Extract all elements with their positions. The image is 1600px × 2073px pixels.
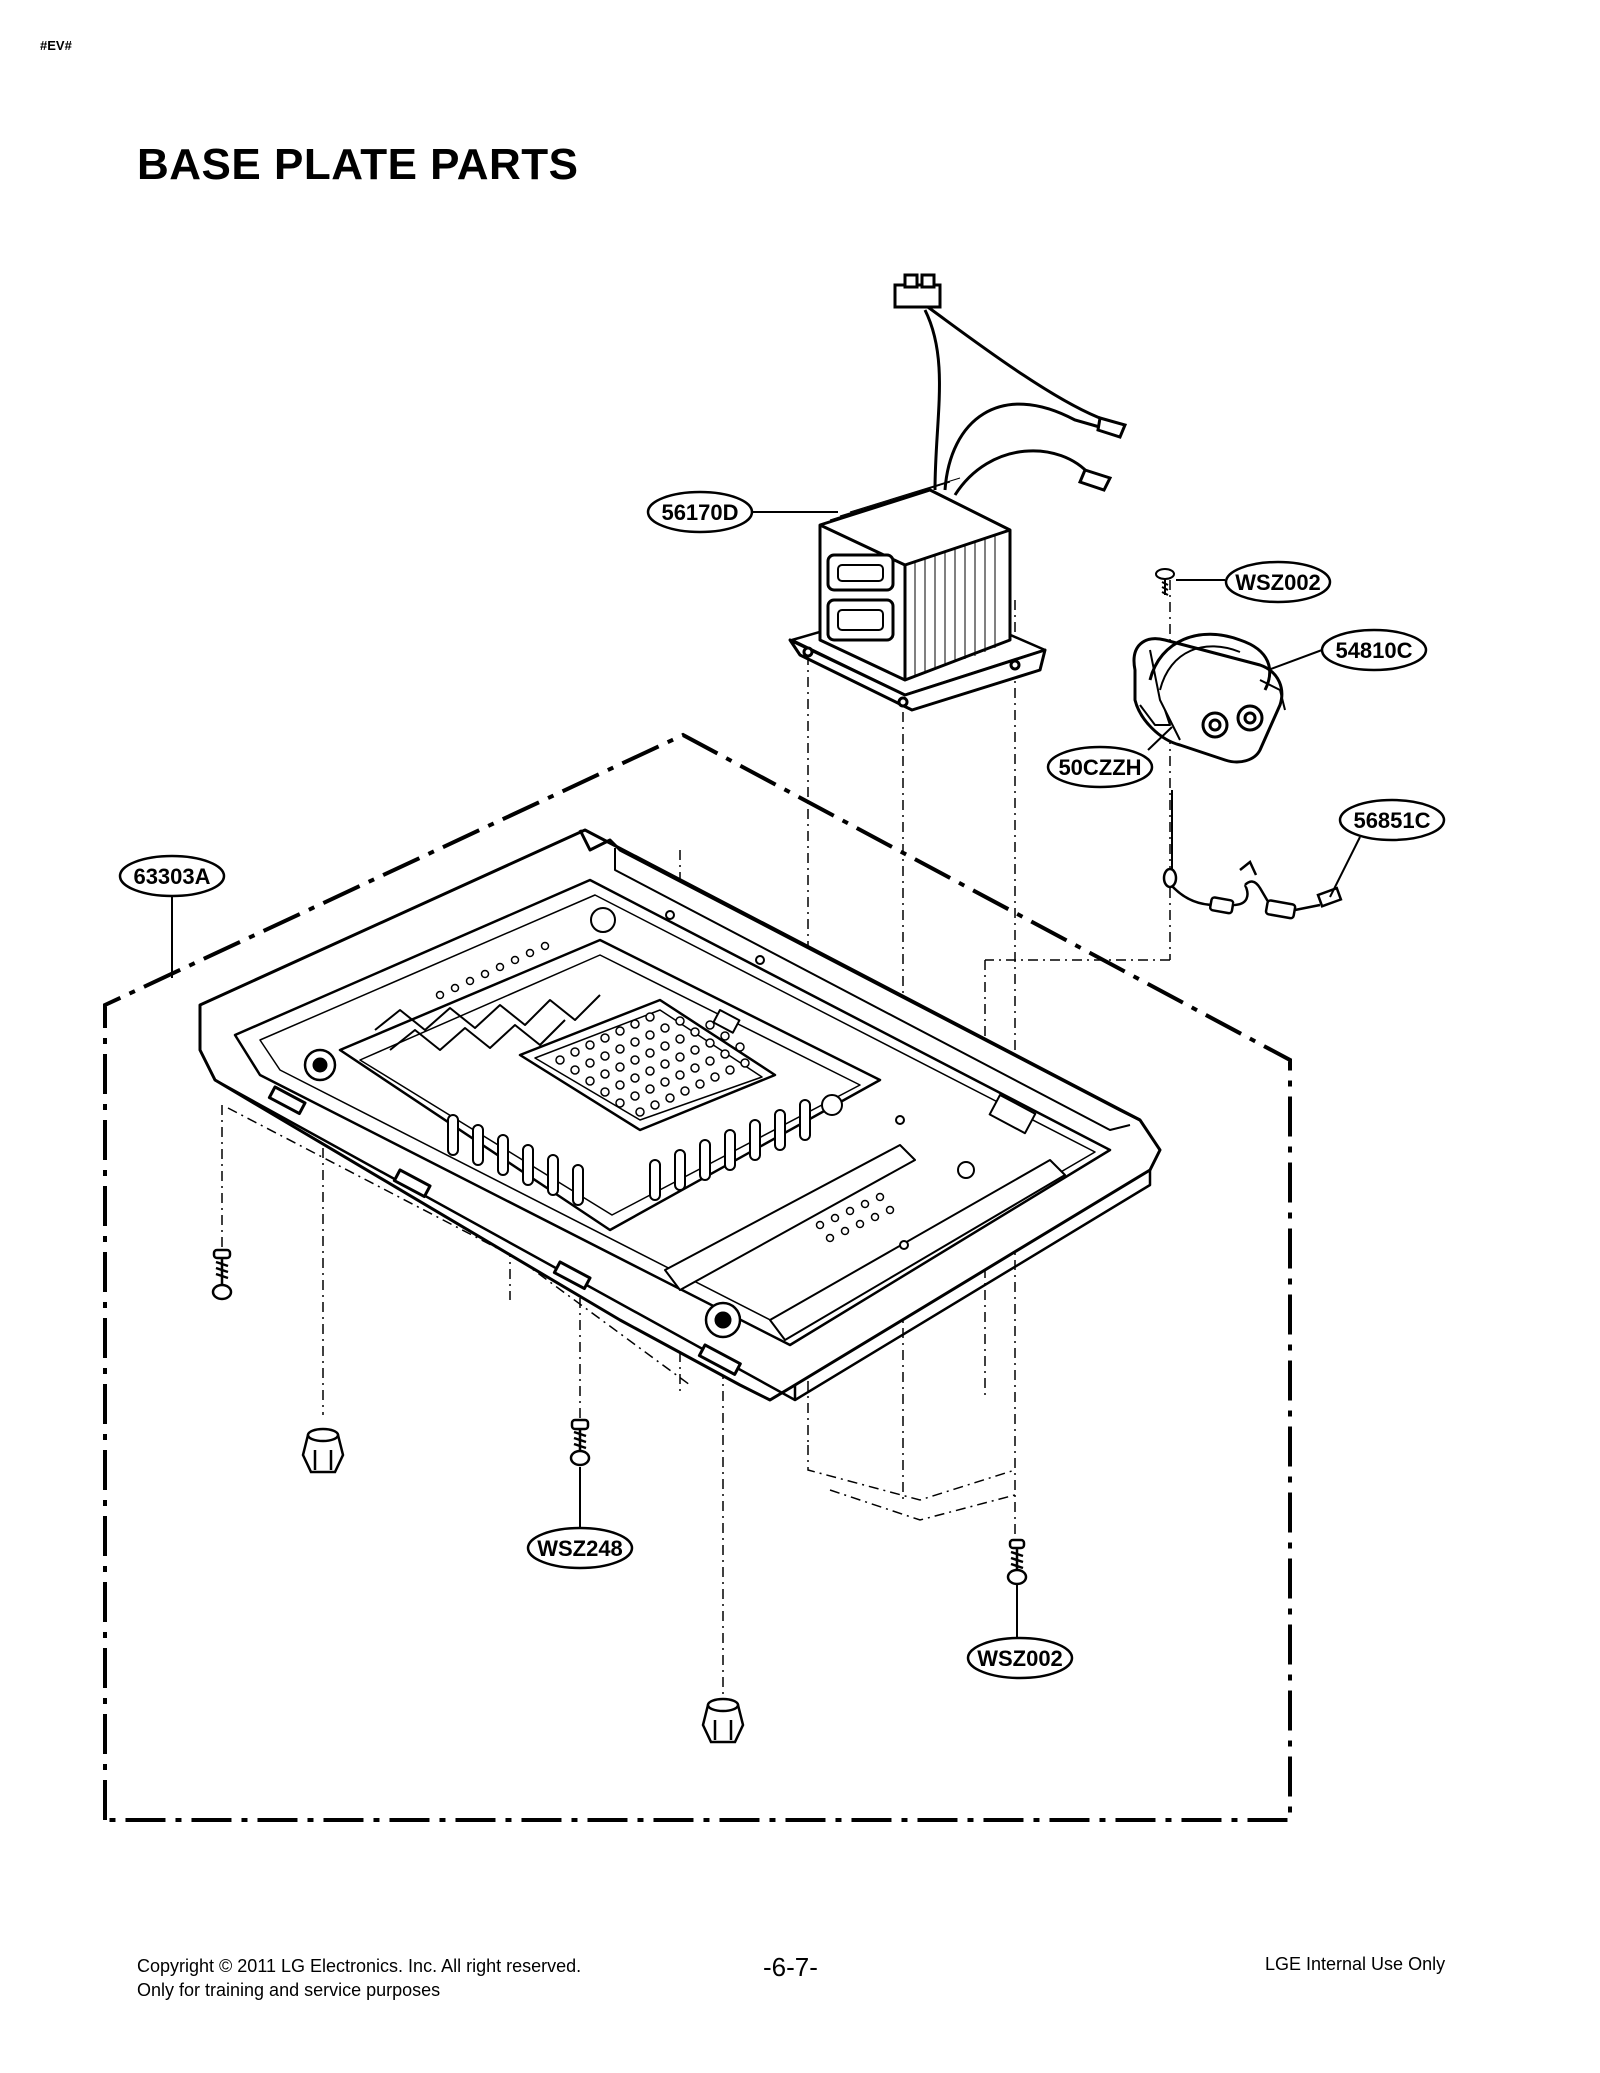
page-title: BASE PLATE PARTS	[137, 140, 579, 189]
base-plate	[198, 828, 1162, 1402]
alignment-lines	[221, 580, 1171, 1705]
transformer	[788, 477, 1047, 712]
assembly-boundary	[103, 732, 1292, 1822]
svg-text:56851C: 56851C	[1353, 808, 1430, 833]
svg-text:WSZ002: WSZ002	[1235, 570, 1321, 595]
footer-copyright-block: Copyright © 2011 LG Electronics. Inc. Al…	[137, 1954, 581, 2002]
callout-56851c: 56851C	[1338, 798, 1446, 842]
callout-wsz248: WSZ248	[526, 1526, 634, 1570]
svg-text:54810C: 54810C	[1335, 638, 1412, 663]
nut-bottom	[701, 1697, 745, 1744]
callout-63303a: 63303A	[118, 854, 226, 898]
footer-copyright: Copyright © 2011 LG Electronics. Inc. Al…	[137, 1956, 582, 1976]
leader-lines	[171, 511, 1361, 1640]
footer-purpose: Only for training and service purposes	[137, 1980, 441, 2000]
hv-capacitor	[1132, 632, 1286, 764]
callout-wsz002-bottom: WSZ002	[966, 1636, 1074, 1680]
screw-center	[569, 1418, 591, 1467]
footer-internal-use: LGE Internal Use Only	[1265, 1954, 1446, 1974]
svg-text:WSZ002: WSZ002	[977, 1646, 1063, 1671]
callout-54810c: 54810C	[1320, 628, 1428, 672]
document-marker: #EV#	[40, 38, 72, 53]
screw-top	[1155, 568, 1175, 596]
svg-text:56170D: 56170D	[661, 500, 738, 525]
callout-56170d: 56170D	[646, 490, 754, 534]
svg-text:63303A: 63303A	[133, 864, 210, 889]
svg-text:WSZ248: WSZ248	[537, 1536, 623, 1561]
svg-text:50CZZH: 50CZZH	[1058, 755, 1141, 780]
screw-right	[1006, 1538, 1028, 1586]
page-number: -6-7-	[763, 1952, 818, 1982]
transformer-wiring	[893, 273, 1128, 496]
perforation-pattern	[435, 941, 895, 1243]
screw-left	[211, 1248, 233, 1301]
callouts: 56170D WSZ002 54810C 50CZZH 56851C 63303…	[118, 490, 1446, 1680]
callout-50czzh: 50CZZH	[1046, 745, 1154, 789]
hv-diode	[1162, 860, 1343, 920]
fasteners	[211, 1248, 1028, 1744]
nut-left	[301, 1427, 345, 1474]
callout-wsz002-top: WSZ002	[1224, 560, 1332, 604]
